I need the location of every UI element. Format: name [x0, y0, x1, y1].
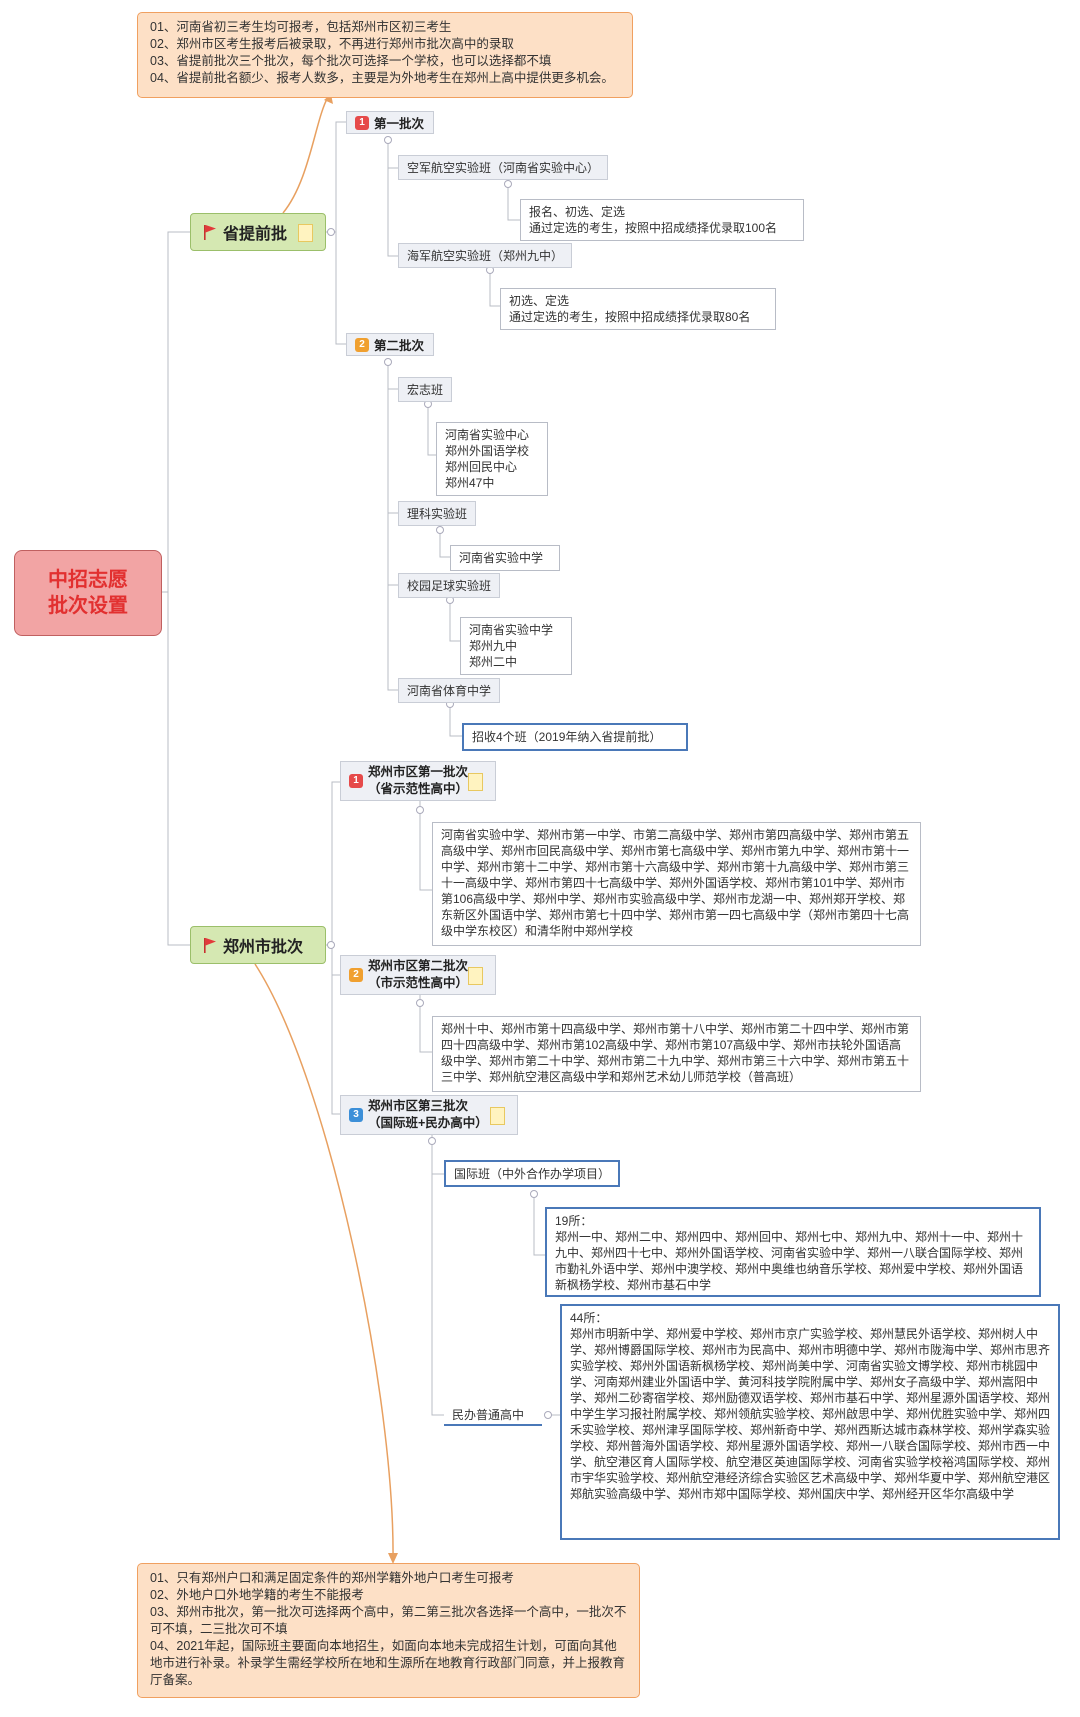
root-title-line1: 中招志愿 [48, 569, 128, 591]
note-line: 03、郑州市批次，第一批次可选择两个高中，第二第三批次各选择一个高中，一批次不可… [150, 1605, 627, 1636]
collapse-icon[interactable] [327, 228, 335, 236]
flag-icon [203, 937, 217, 953]
intl-schools-box: 19所： 郑州一中、郑州二中、郑州四中、郑州回中、郑州七中、郑州九中、郑州十一中… [545, 1207, 1041, 1297]
document-icon[interactable] [490, 1107, 505, 1125]
collapse-icon[interactable] [436, 526, 444, 534]
batch-label: 郑州市区第三批次 （国际班+民办高中） [368, 1099, 488, 1130]
science-schools: 河南省实验中学 [450, 545, 560, 571]
navy-detail: 初选、定选 通过定选的考生，按照中招成绩择优录取80名 [500, 288, 776, 330]
number-badge: 2 [349, 968, 363, 982]
note-line: 04、省提前批名额少、报考人数多，主要是为外地考生在郑州上高中提供更多机会。 [150, 71, 614, 85]
top-note: 01、河南省初三考生均可报考，包括郑州市区初三考生 02、郑州市区考生报考后被录… [137, 12, 633, 98]
collapse-icon[interactable] [530, 1190, 538, 1198]
collapse-icon[interactable] [504, 180, 512, 188]
private-schools: 郑州市明新中学、郑州爱中学校、郑州市京广实验学校、郑州慧民外语学校、郑州树人中学… [570, 1327, 1051, 1501]
football-schools: 河南省实验中学 郑州九中 郑州二中 [460, 617, 572, 675]
root-topic[interactable]: 中招志愿 批次设置 [14, 550, 162, 636]
private-count: 44所： [570, 1311, 608, 1325]
root-title-line2: 批次设置 [48, 595, 128, 617]
batch-label: 第二批次 [374, 339, 425, 353]
note-line: 02、郑州市区考生报考后被录取，不再进行郑州市批次高中的录取 [150, 37, 514, 51]
note-line: 04、2021年起，国际班主要面向本地招生，如面向本地未完成招生计划，可面向其他… [150, 1639, 626, 1687]
private-schools-box: 44所： 郑州市明新中学、郑州爱中学校、郑州市京广实验学校、郑州慧民外语学校、郑… [560, 1304, 1060, 1540]
air-force-class[interactable]: 空军航空实验班（河南省实验中心） [398, 155, 609, 180]
intl-schools: 郑州一中、郑州二中、郑州四中、郑州回中、郑州七中、郑州九中、郑州十一中、郑州十九… [555, 1230, 1024, 1292]
private-high-school[interactable]: 民办普通高中 [452, 1408, 525, 1422]
collapse-icon[interactable] [428, 1137, 436, 1145]
collapse-icon[interactable] [327, 941, 335, 949]
provincial-batch1[interactable]: 1 第一批次 [346, 111, 434, 134]
football-class[interactable]: 校园足球实验班 [398, 573, 501, 598]
collapse-icon[interactable] [416, 806, 424, 814]
number-badge: 3 [349, 1108, 363, 1122]
provincial-label: 省提前批 [223, 226, 288, 243]
intl-count: 19所： [555, 1214, 593, 1228]
document-icon[interactable] [298, 224, 313, 242]
number-badge: 1 [349, 774, 363, 788]
batch-label: 郑州市区第二批次 （市示范性高中） [368, 959, 469, 990]
number-badge: 1 [355, 115, 369, 130]
note-line: 01、只有郑州户口和满足固定条件的郑州学籍外地户口考生可报考 [150, 1571, 514, 1585]
flag-icon [203, 224, 217, 240]
batch-label: 郑州市区第一批次 （省示范性高中） [368, 765, 469, 796]
zz-batch1[interactable]: 1 郑州市区第一批次 （省示范性高中） [340, 761, 496, 801]
collapse-icon[interactable] [384, 136, 392, 144]
science-class[interactable]: 理科实验班 [398, 501, 477, 526]
batch-label: 第一批次 [374, 117, 425, 131]
intl-class[interactable]: 国际班（中外合作办学项目） [444, 1160, 621, 1187]
provincial-early-batch[interactable]: 省提前批 [190, 213, 326, 251]
private-underline [444, 1424, 542, 1426]
navy-class[interactable]: 海军航空实验班（郑州九中） [398, 243, 573, 268]
note-line: 02、外地户口外地学籍的考生不能报考 [150, 1588, 364, 1602]
bottom-note: 01、只有郑州户口和满足固定条件的郑州学籍外地户口考生可报考 02、外地户口外地… [137, 1563, 640, 1698]
zz-batch3[interactable]: 3 郑州市区第三批次 （国际班+民办高中） [340, 1095, 518, 1135]
air-force-detail: 报名、初选、定选 通过定选的考生，按照中招成绩择优录取100名 [520, 199, 804, 241]
number-badge: 2 [355, 337, 369, 352]
hongzhi-schools: 河南省实验中心 郑州外国语学校 郑州回民中心 郑州47中 [436, 422, 548, 496]
collapse-icon[interactable] [384, 358, 392, 366]
document-icon[interactable] [468, 967, 483, 985]
zz-batch1-schools: 河南省实验中学、郑州市第一中学、市第二高级中学、郑州市第四高级中学、郑州市第五高… [432, 822, 921, 946]
document-icon[interactable] [468, 773, 483, 791]
note-line: 01、河南省初三考生均可报考，包括郑州市区初三考生 [150, 20, 452, 34]
sports-detail: 招收4个班（2019年纳入省提前批） [462, 723, 688, 751]
sports-school[interactable]: 河南省体育中学 [398, 678, 501, 703]
note-line: 03、省提前批次三个批次，每个批次可选择一个学校，也可以选择都不填 [150, 54, 552, 68]
hongzhi-class[interactable]: 宏志班 [398, 377, 453, 402]
zz-batch2-schools: 郑州十中、郑州市第十四高级中学、郑州市第十八中学、郑州市第二十四中学、郑州市第四… [432, 1016, 921, 1092]
zhengzhou-label: 郑州市批次 [223, 939, 304, 956]
provincial-batch2[interactable]: 2 第二批次 [346, 333, 434, 356]
zhengzhou-batch[interactable]: 郑州市批次 [190, 926, 326, 964]
collapse-icon[interactable] [416, 999, 424, 1007]
zz-batch2[interactable]: 2 郑州市区第二批次 （市示范性高中） [340, 955, 496, 995]
collapse-icon[interactable] [544, 1411, 552, 1419]
